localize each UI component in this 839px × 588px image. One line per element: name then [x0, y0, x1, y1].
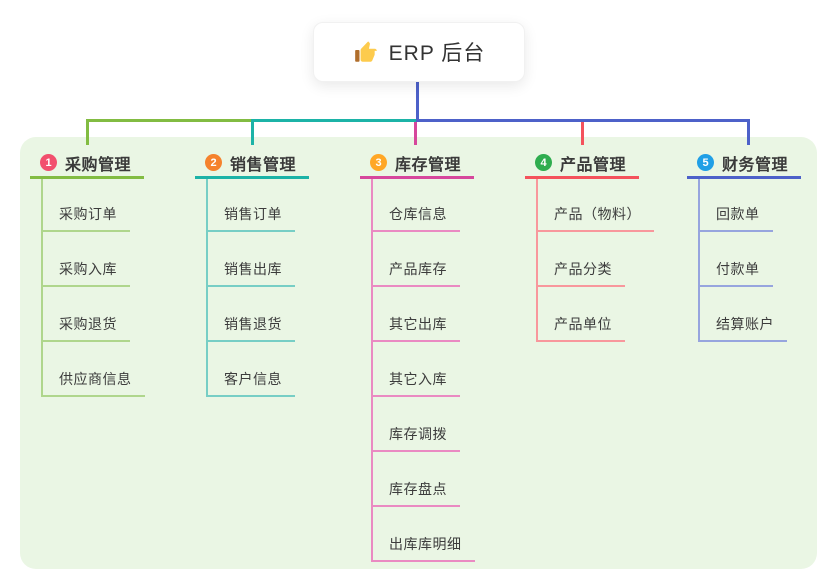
branch-node-label: 采购管理 [65, 156, 132, 174]
child-node-label: 采购入库 [59, 261, 117, 277]
branch-node-5[interactable]: 5 财务管理 [687, 149, 801, 179]
branch-drop-line [251, 119, 254, 145]
branch-node-4[interactable]: 4 产品管理 [525, 149, 639, 179]
child-node[interactable]: 付款单 [698, 259, 773, 287]
child-node-label: 付款单 [716, 261, 760, 277]
child-node[interactable]: 产品库存 [371, 259, 460, 287]
child-node-label: 产品库存 [389, 261, 447, 277]
child-node-label: 产品单位 [554, 316, 612, 332]
child-node-label: 仓库信息 [389, 206, 447, 222]
branch-node-label: 财务管理 [722, 156, 789, 174]
child-node[interactable]: 供应商信息 [41, 369, 145, 397]
child-node[interactable]: 产品单位 [536, 314, 625, 342]
child-spine-line [41, 179, 43, 397]
branch-node-label: 销售管理 [230, 156, 297, 174]
child-node-label: 销售出库 [224, 261, 282, 277]
child-node[interactable]: 库存盘点 [371, 479, 460, 507]
branch-drop-line [581, 119, 584, 145]
branch-node-label: 库存管理 [395, 156, 462, 174]
child-node-label: 其它入库 [389, 371, 447, 387]
branch-number-badge: 2 [205, 154, 222, 171]
child-node-label: 出库库明细 [389, 536, 462, 552]
branch-node-label: 产品管理 [560, 156, 627, 174]
child-node-label: 采购退货 [59, 316, 117, 332]
child-spine-line [371, 179, 373, 562]
branch-number-badge: 4 [535, 154, 552, 171]
child-node[interactable]: 产品分类 [536, 259, 625, 287]
child-node[interactable]: 客户信息 [206, 369, 295, 397]
branch-node-2[interactable]: 2 销售管理 [195, 149, 309, 179]
child-node-label: 销售退货 [224, 316, 282, 332]
child-node[interactable]: 回款单 [698, 204, 773, 232]
thumbs-up-icon [353, 39, 379, 65]
child-node[interactable]: 销售出库 [206, 259, 295, 287]
child-node[interactable]: 采购退货 [41, 314, 130, 342]
child-node[interactable]: 结算账户 [698, 314, 787, 342]
child-node-label: 结算账户 [716, 316, 774, 332]
child-node[interactable]: 其它出库 [371, 314, 460, 342]
branch-node-1[interactable]: 1 采购管理 [30, 149, 144, 179]
child-node[interactable]: 销售订单 [206, 204, 295, 232]
trunk-segment [251, 119, 417, 122]
child-node[interactable]: 采购入库 [41, 259, 130, 287]
branch-drop-line [747, 119, 750, 145]
child-node-label: 产品（物料） [554, 206, 641, 222]
child-node-label: 客户信息 [224, 371, 282, 387]
child-node[interactable]: 产品（物料） [536, 204, 654, 232]
child-node[interactable]: 采购订单 [41, 204, 130, 232]
child-node[interactable]: 库存调拨 [371, 424, 460, 452]
root-node-label: ERP 后台 [388, 42, 486, 65]
branch-node-3[interactable]: 3 库存管理 [360, 149, 474, 179]
trunk-segment [416, 119, 750, 122]
child-node-label: 库存盘点 [389, 481, 447, 497]
branch-number-badge: 3 [370, 154, 387, 171]
trunk-segment [86, 119, 254, 122]
child-node[interactable]: 出库库明细 [371, 534, 475, 562]
root-node[interactable]: ERP 后台 [313, 22, 525, 82]
child-node[interactable]: 其它入库 [371, 369, 460, 397]
child-spine-line [698, 179, 700, 342]
child-spine-line [206, 179, 208, 397]
child-node[interactable]: 销售退货 [206, 314, 295, 342]
child-node-label: 采购订单 [59, 206, 117, 222]
child-node[interactable]: 仓库信息 [371, 204, 460, 232]
branches-panel [20, 137, 817, 569]
branch-number-badge: 1 [40, 154, 57, 171]
child-node-label: 供应商信息 [59, 371, 132, 387]
branch-drop-line [86, 119, 89, 145]
child-node-label: 回款单 [716, 206, 760, 222]
child-node-label: 销售订单 [224, 206, 282, 222]
child-node-label: 产品分类 [554, 261, 612, 277]
child-node-label: 其它出库 [389, 316, 447, 332]
branch-drop-line [414, 122, 417, 145]
root-vertical-line [416, 82, 419, 122]
child-node-label: 库存调拨 [389, 426, 447, 442]
child-spine-line [536, 179, 538, 342]
branch-number-badge: 5 [697, 154, 714, 171]
